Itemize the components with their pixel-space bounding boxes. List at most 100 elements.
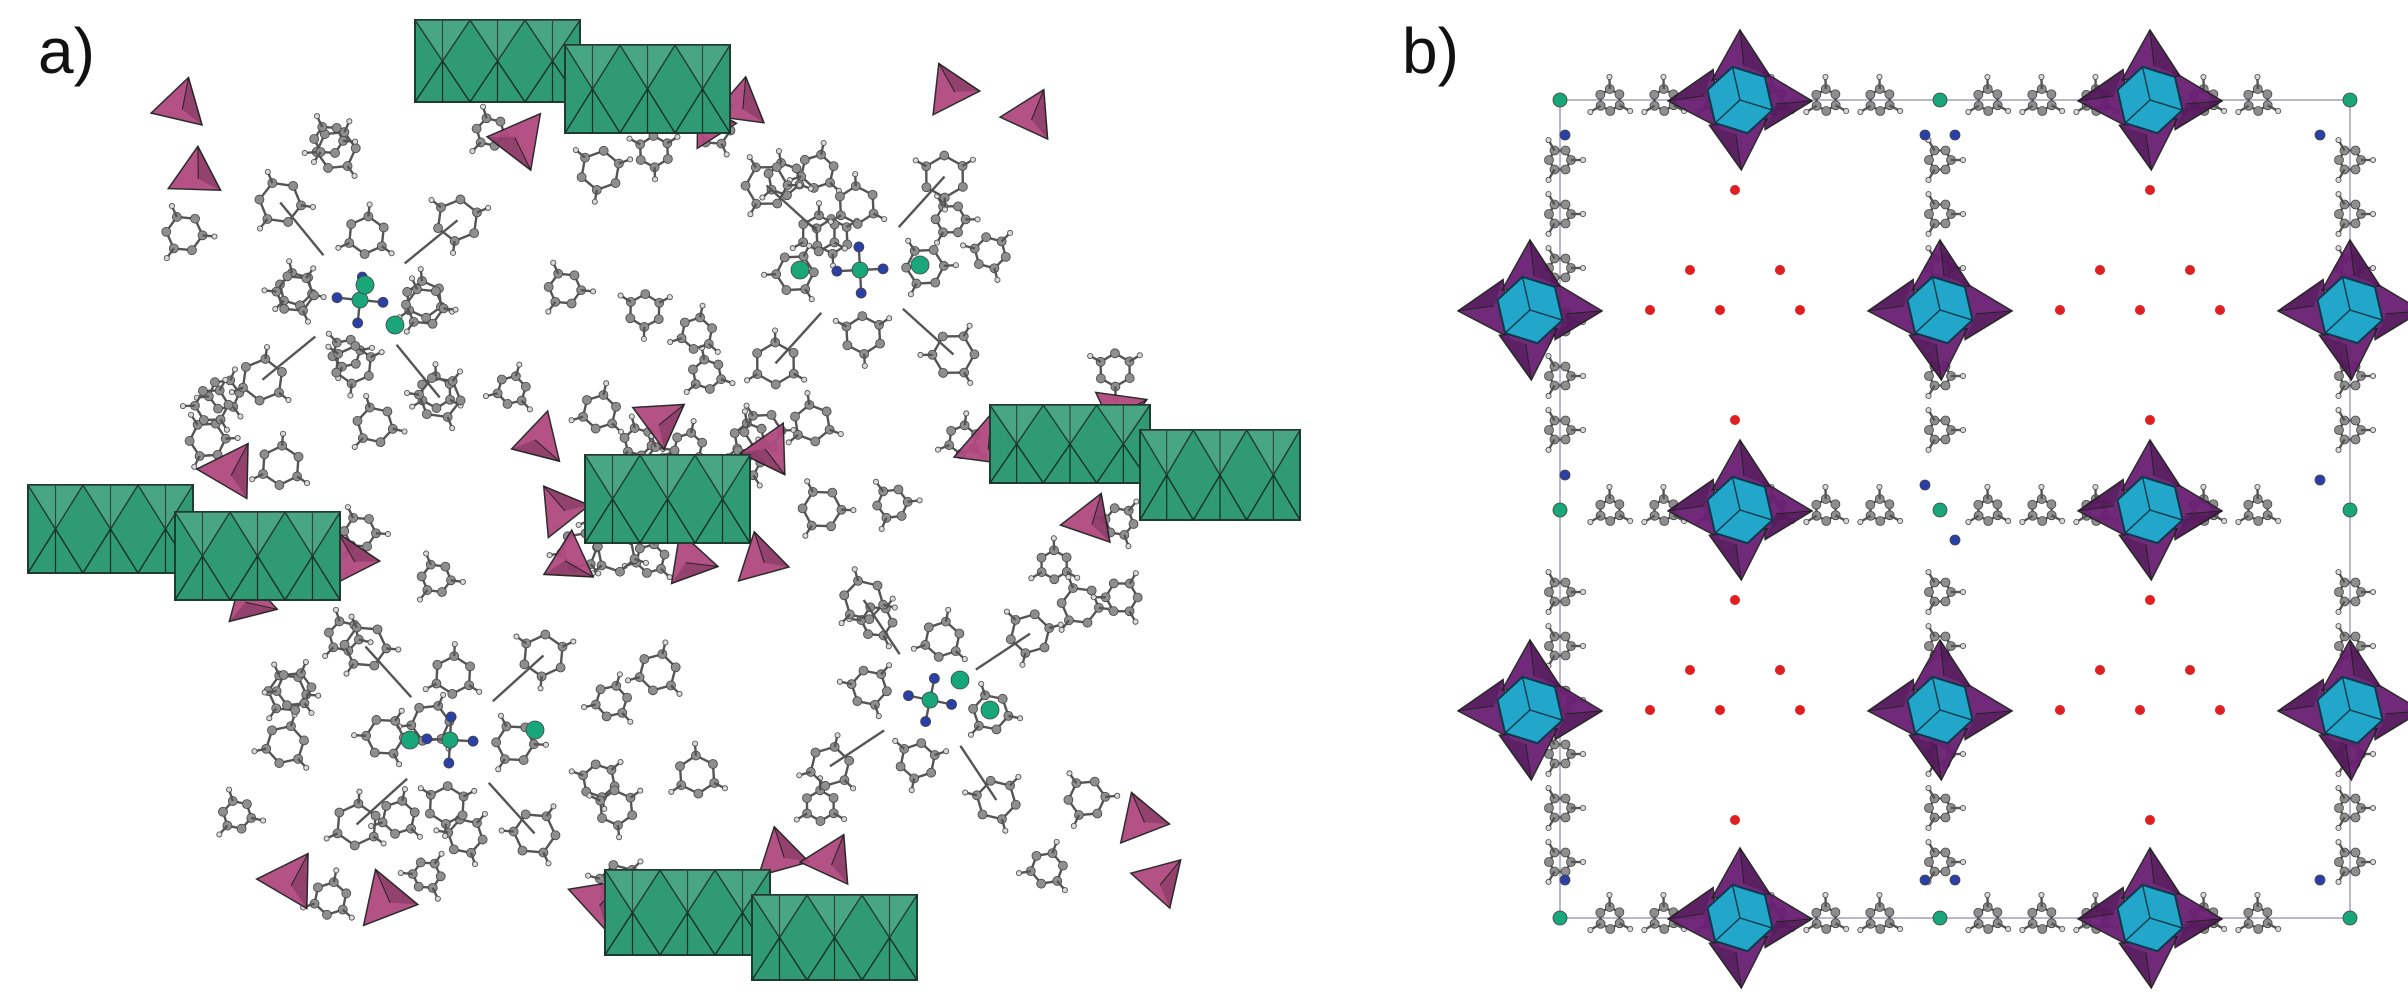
purple-tetrahedron-edge	[2385, 711, 2408, 715]
carbon-atom	[1544, 371, 1554, 381]
carbon-atom	[946, 425, 957, 436]
hydrogen-atom	[838, 620, 845, 627]
carbon-atom	[669, 445, 680, 456]
hydrogen-atom	[398, 707, 405, 714]
cluster-node	[2276, 638, 2408, 782]
oxygen-atom	[2215, 705, 2225, 715]
hydrogen-atom	[807, 185, 814, 192]
hydrogen-atom	[432, 361, 439, 368]
pink-tetrahedron-edge	[764, 448, 786, 475]
hydrogen-atom	[617, 292, 624, 299]
octahedron-face	[1096, 405, 1150, 444]
hydrogen-atom	[397, 869, 404, 876]
hydrogen-atom	[1579, 156, 1586, 163]
cyan-octahedron-edge	[2149, 917, 2183, 929]
carbon-atom	[1940, 218, 1951, 229]
carbon-atom	[421, 409, 432, 420]
cluster-node	[2276, 238, 2408, 382]
nitrogen-atom	[421, 733, 433, 745]
hydrogen-atom	[744, 377, 751, 384]
carbon-atom	[1110, 348, 1120, 359]
hydrogen-atom	[2019, 108, 2026, 115]
hydrogen-atom	[2059, 518, 2066, 525]
hydrogen-atom	[1545, 569, 1552, 576]
purple-tetrahedron-face	[1555, 710, 1602, 740]
hydrogen-atom	[168, 203, 175, 210]
hydrogen-atom	[1587, 108, 1594, 115]
carbon-atom	[923, 622, 934, 633]
pink-tetrahedron	[737, 530, 791, 582]
purple-tetrahedron-face	[1909, 735, 1942, 780]
hydrogen-atom	[806, 242, 813, 249]
oxygen-atom	[1730, 415, 1740, 425]
purple-tetrahedron-edge	[2185, 100, 2223, 105]
hydrogen-atom	[388, 250, 395, 257]
hydrogen-atom	[261, 689, 268, 696]
hydrogen-atom	[333, 867, 340, 874]
oxygen-atom	[2055, 305, 2065, 315]
carbon-atom	[752, 348, 763, 359]
hydrogen-atom	[966, 322, 973, 329]
purple-tetrahedron-edge	[2185, 510, 2223, 515]
hydrogen-atom	[2370, 372, 2377, 379]
hydrogen-atom	[746, 154, 753, 161]
carbon-atom	[362, 541, 373, 552]
carbon-atom	[197, 386, 208, 396]
hydrogen-atom	[346, 118, 353, 125]
purple-tetrahedron-edge	[1565, 310, 1603, 315]
carbon-atom	[341, 888, 352, 899]
bond	[403, 219, 459, 265]
oxygen-atom	[2145, 415, 2155, 425]
hydrogen-atom	[820, 139, 827, 146]
octahedron-face	[28, 485, 83, 529]
carbon-atom	[810, 436, 821, 447]
cluster-node	[2076, 846, 2224, 990]
carbon-atom	[1029, 609, 1040, 620]
hydrogen-atom	[912, 157, 919, 164]
hydrogen-atom	[226, 786, 233, 793]
hydrogen-atom	[963, 410, 970, 417]
carbon-atom	[1560, 847, 1571, 858]
cyan-octahedron-edge	[1931, 676, 1941, 711]
carbon-atom	[242, 799, 252, 810]
pink-tetrahedron-face	[740, 448, 785, 475]
hydrogen-atom	[272, 305, 279, 312]
octahedron-face	[620, 45, 675, 89]
nitrogen-atom	[903, 690, 914, 702]
cyan-octahedron-edge	[2324, 709, 2351, 734]
carbon-atom	[457, 810, 468, 821]
hydrogen-atom	[637, 787, 644, 794]
purple-tetrahedron-face	[1909, 335, 1942, 380]
carbon-atom	[1010, 799, 1021, 810]
pink-tetrahedron-edge	[290, 853, 309, 886]
carbon-atom	[872, 580, 883, 591]
carbon-atom	[495, 116, 506, 127]
cyan-octahedron-edge	[2124, 99, 2151, 124]
carbon-atom	[815, 816, 826, 826]
cyan-octahedron-edge	[1714, 509, 1741, 534]
carbon-atom	[2334, 155, 2344, 165]
carbon-atom	[350, 341, 361, 351]
hydrogen-atom	[1925, 191, 1932, 198]
octahedron-face	[525, 20, 580, 61]
oxygen-atom	[1645, 705, 1655, 715]
hydrogen-atom	[775, 148, 782, 155]
carbon-atom	[415, 857, 426, 868]
carbon-atom	[610, 178, 621, 188]
purple-tetrahedron-edge	[1667, 913, 1704, 920]
carbon-atom	[1940, 596, 1951, 607]
hydrogen-atom	[1897, 926, 1904, 933]
hydrogen-atom	[1960, 264, 1967, 271]
carbon-atom	[813, 246, 824, 257]
hydrogen-atom	[967, 379, 974, 386]
carbon-atom	[1128, 519, 1139, 529]
carbon-atom	[2350, 577, 2361, 588]
hydrogen-atom	[1843, 518, 1850, 525]
carbon-atom	[1614, 499, 1625, 510]
purple-tetrahedron-face	[2319, 735, 2352, 780]
carbon-atom	[1884, 89, 1895, 100]
hydrogen-atom	[1960, 859, 1967, 866]
carbon-atom	[1865, 89, 1876, 100]
hydrogen-atom	[351, 732, 358, 739]
nitrogen-atom	[1949, 129, 1961, 141]
